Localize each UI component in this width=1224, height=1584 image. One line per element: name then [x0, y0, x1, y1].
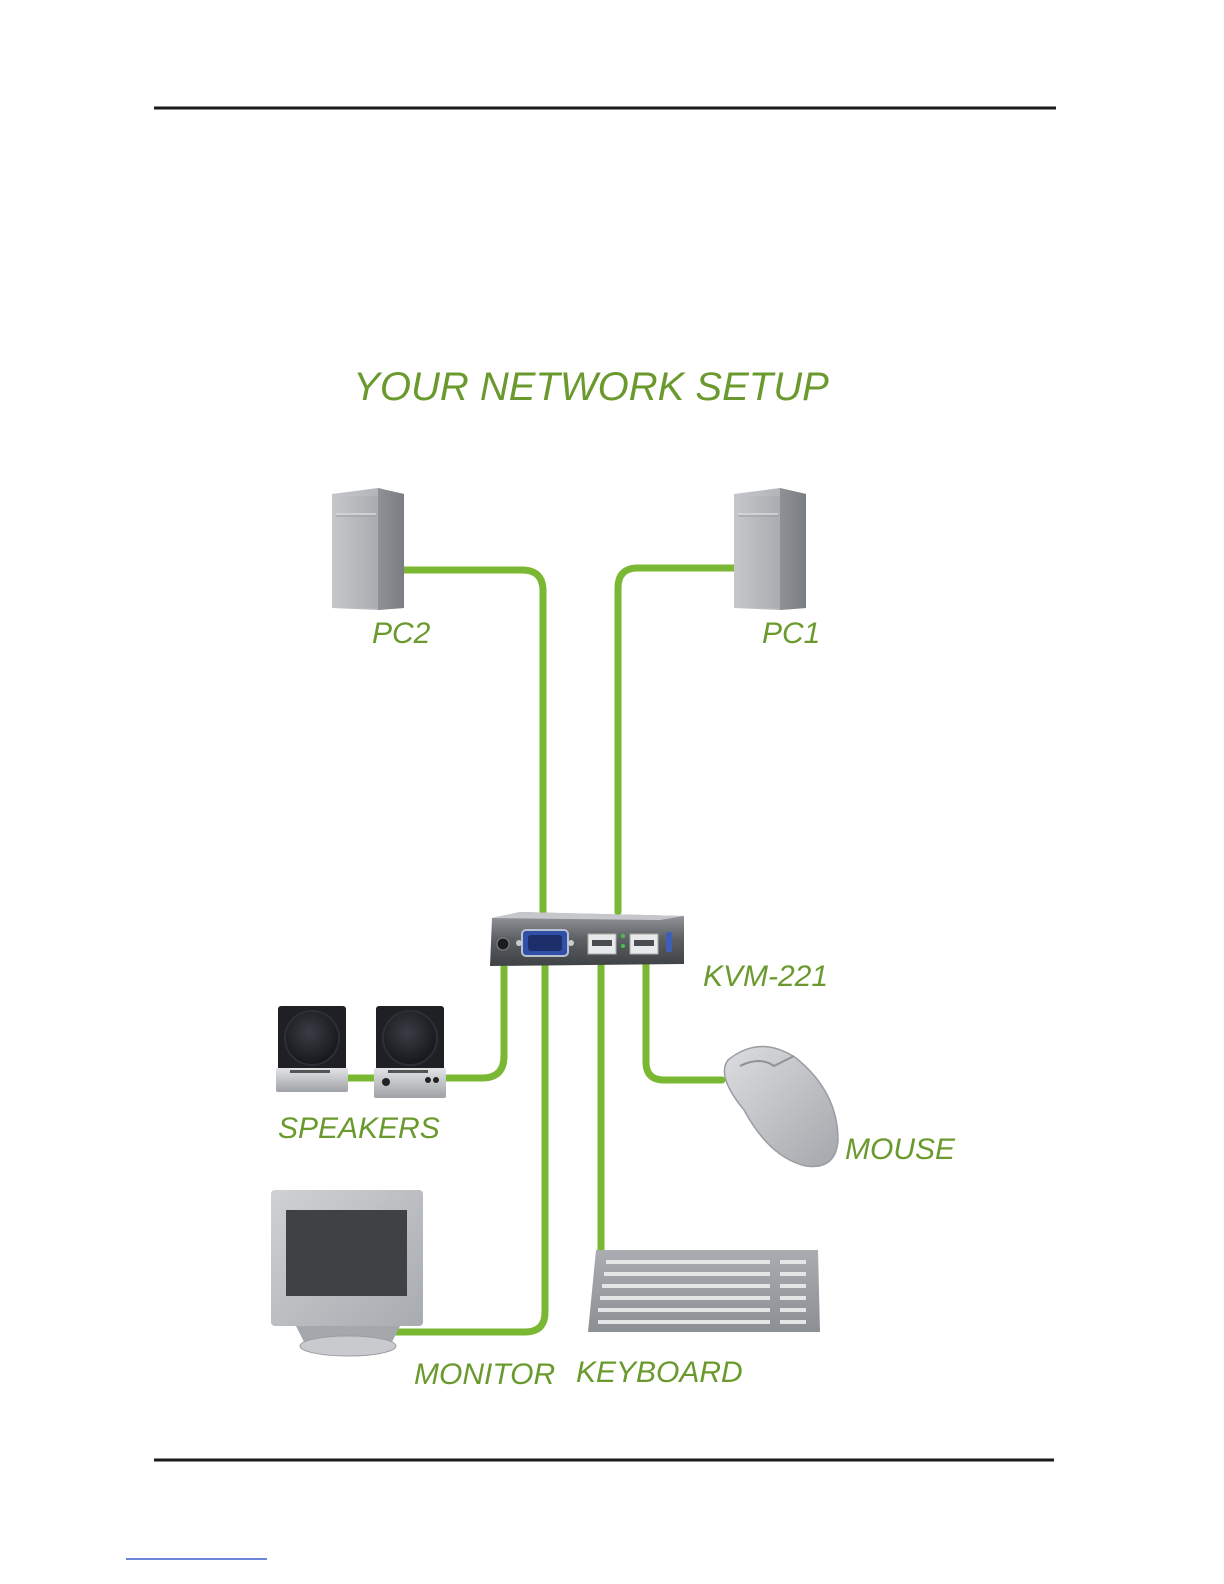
speakers-icon [276, 1006, 446, 1098]
pc2-tower-icon [332, 488, 404, 610]
cable-speakers [438, 962, 504, 1078]
pc1-tower-icon [734, 488, 806, 610]
keyboard-label: KEYBOARD [576, 1356, 743, 1389]
mouse-label: MOUSE [845, 1133, 956, 1166]
keyboard-icon [588, 1250, 820, 1332]
monitor-label: MONITOR [414, 1358, 555, 1391]
diagram-title: YOUR NETWORK SETUP [353, 365, 829, 409]
pc2-label: PC2 [372, 617, 431, 650]
cable-pc1 [618, 568, 736, 912]
speakers-label: SPEAKERS [278, 1112, 440, 1145]
pc1-label: PC1 [762, 617, 820, 650]
mouse-icon [724, 1046, 838, 1166]
kvm-switch-icon [490, 912, 684, 966]
kvm-label: KVM-221 [703, 960, 828, 993]
